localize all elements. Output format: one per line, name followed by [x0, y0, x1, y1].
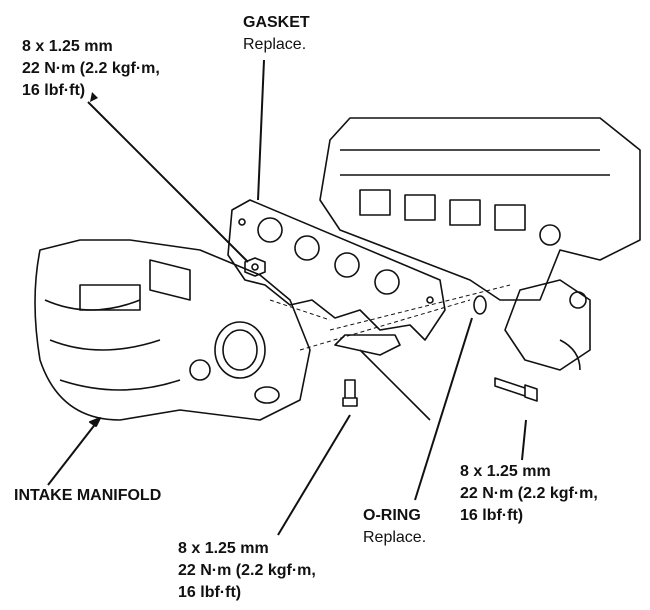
- intake-manifold-label: INTAKE MANIFOLD: [14, 487, 162, 504]
- cylinder-head: [319, 117, 641, 301]
- bracket: [334, 334, 431, 421]
- bolt-torque-imperial: 16 lbf·ft): [22, 82, 86, 99]
- o-ring-name: O-RING: [363, 507, 421, 524]
- bolt-torque: 22 N·m (2.2 kgf·m,: [22, 60, 160, 77]
- gasket: [227, 199, 446, 341]
- o-ring-note: Replace.: [363, 529, 427, 546]
- top-bolt: [244, 257, 266, 277]
- bottom-bolt-label: 8 x 1.25 mm 22 N·m (2.2 kgf·m, 16 lbf·ft…: [178, 538, 316, 604]
- leader-lines: [47, 59, 527, 536]
- gasket-label: GASKET Replace.: [243, 12, 310, 56]
- thermostat-housing: [504, 279, 591, 371]
- alignment-lines: [269, 284, 511, 351]
- bolt-size: 8 x 1.25 mm: [22, 38, 113, 55]
- gasket-name: GASKET: [243, 14, 310, 31]
- right-bolt: [494, 377, 538, 402]
- intake-manifold: [34, 239, 311, 421]
- o-ring: [473, 295, 487, 315]
- gasket-note: Replace.: [243, 36, 307, 53]
- bolt-torque: 22 N·m (2.2 kgf·m,: [460, 485, 598, 502]
- bolt-torque-imperial: 16 lbf·ft): [460, 507, 524, 524]
- bolt-size: 8 x 1.25 mm: [460, 463, 551, 480]
- bottom-bolt: [342, 379, 358, 407]
- bolt-size: 8 x 1.25 mm: [178, 540, 269, 557]
- bolt-torque: 22 N·m (2.2 kgf·m,: [178, 562, 316, 579]
- top-bolt-label: 8 x 1.25 mm 22 N·m (2.2 kgf·m, 16 lbf·ft…: [22, 36, 160, 102]
- right-bolt-label: 8 x 1.25 mm 22 N·m (2.2 kgf·m, 16 lbf·ft…: [460, 461, 598, 527]
- o-ring-label: O-RING Replace.: [363, 505, 426, 549]
- bolt-torque-imperial: 16 lbf·ft): [178, 584, 242, 601]
